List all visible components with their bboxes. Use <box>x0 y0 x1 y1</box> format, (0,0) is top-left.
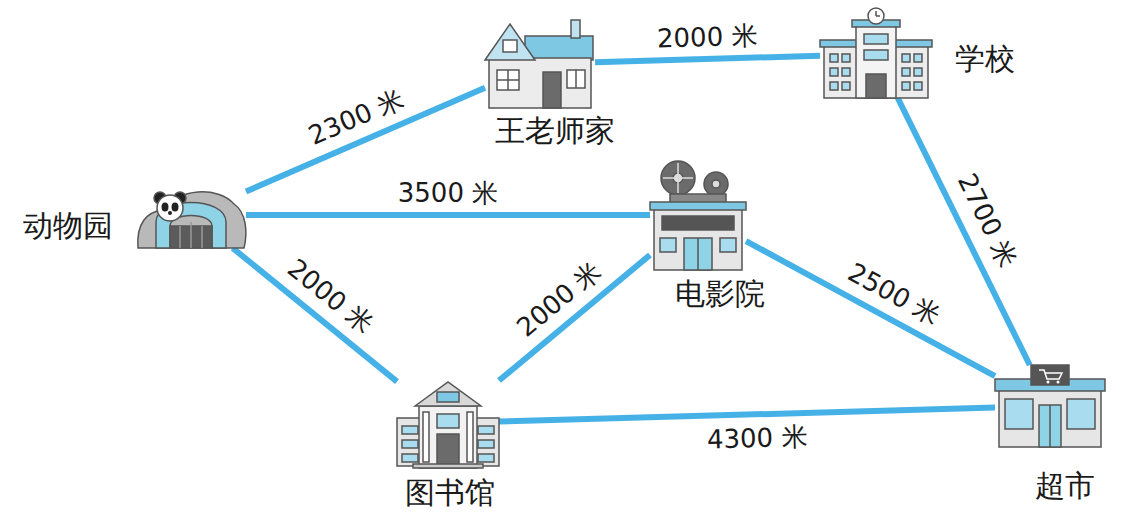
cinema-icon <box>650 161 746 270</box>
school-icon <box>820 8 932 98</box>
route-line <box>246 212 650 218</box>
distance-label: 2300 米 <box>304 85 408 151</box>
distance-label: 4300 米 <box>707 423 808 454</box>
place-node: 超市 <box>995 365 1105 447</box>
distance-label: 2000 米 <box>511 256 606 342</box>
zoo-icon <box>138 192 246 248</box>
route-line <box>499 408 995 422</box>
distance-label: 2000 米 <box>656 21 757 53</box>
house-icon <box>485 20 593 108</box>
place-name: 学校 <box>955 42 1015 75</box>
route-line <box>233 248 397 382</box>
supermarket-icon <box>995 365 1105 447</box>
route-line <box>595 56 820 63</box>
route-line <box>746 241 995 376</box>
place-name: 超市 <box>1035 469 1095 502</box>
place-name: 动物园 <box>23 209 113 242</box>
route-line <box>499 255 650 381</box>
place-node: 电影院 <box>650 160 746 270</box>
place-name: 王老师家 <box>495 114 615 147</box>
distance-label: 3500 米 <box>398 179 498 208</box>
place-name: 图书馆 <box>405 476 495 509</box>
distance-label: 2000 米 <box>282 253 378 339</box>
distance-label: 2500 米 <box>843 258 945 331</box>
place-node: 学校 <box>820 10 932 98</box>
distance-label: 2700 米 <box>952 169 1022 272</box>
library-icon <box>397 382 499 468</box>
place-node: 动物园 <box>138 182 246 248</box>
place-name: 电影院 <box>675 277 765 310</box>
place-node: 王老师家 <box>485 20 595 108</box>
route-line <box>898 98 1030 365</box>
place-node: 图书馆 <box>397 378 499 468</box>
